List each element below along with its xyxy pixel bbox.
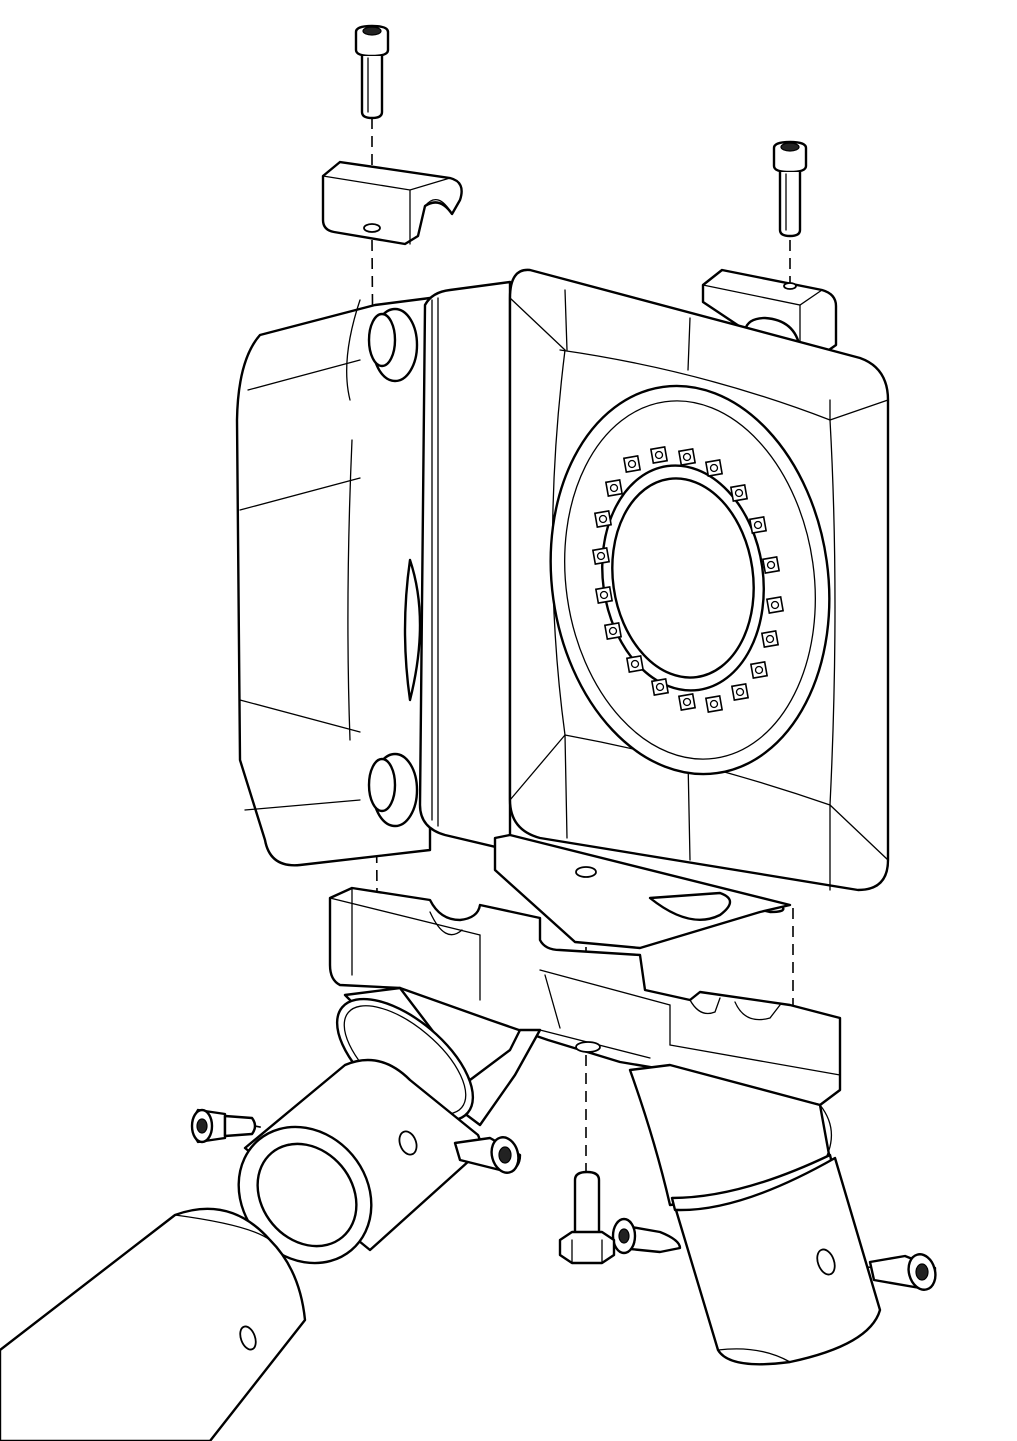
hex-head-bolt — [558, 1170, 616, 1265]
ring-fastener — [730, 682, 750, 702]
ring-fastener — [591, 546, 611, 566]
right-tube-hole — [816, 1248, 836, 1276]
bottom-mount-plate — [493, 833, 792, 950]
ring-fastener — [677, 447, 697, 467]
socket-cap-screw-left-pin — [453, 1136, 522, 1174]
ring-fastener — [603, 621, 623, 641]
ring-fasteners — [591, 445, 785, 714]
ring-fastener — [729, 483, 749, 503]
rear-housing — [235, 296, 432, 867]
ring-fastener — [704, 458, 724, 478]
clamp-block-top-left — [321, 160, 463, 246]
ring-fastener — [677, 692, 697, 712]
ring-fastener — [749, 660, 769, 680]
ring-fastener — [594, 585, 614, 605]
ring-fastener — [625, 654, 645, 674]
front-gasket-plate — [418, 280, 785, 914]
left-tube-hole — [239, 1325, 257, 1351]
ring-fastener — [604, 478, 624, 498]
standoff-post-upper — [367, 307, 419, 383]
clamp-block-hole — [363, 223, 381, 233]
left-tube — [0, 1207, 307, 1441]
socket-cap-screw-top-left — [354, 24, 390, 120]
right-tube — [674, 1156, 882, 1366]
ring-fastener — [649, 445, 669, 465]
socket-cap-screw-right-socket — [611, 1217, 682, 1255]
ring-fastener — [704, 694, 724, 714]
ring-fastener — [593, 509, 613, 529]
ring-fastener — [622, 454, 642, 474]
socket-cap-screw-right-tube — [868, 1253, 937, 1291]
base-bracket — [328, 886, 842, 1107]
socket-cap-screw-left-sleeve — [190, 1108, 257, 1144]
ring-fastener — [765, 595, 785, 615]
ring-fastener — [761, 555, 781, 575]
socket-cap-screw-top-right — [772, 140, 808, 238]
base-bracket-hole — [575, 1041, 601, 1053]
left-sleeve — [237, 1058, 482, 1265]
standoff-post-lower — [367, 752, 419, 828]
ring-fastener — [748, 515, 768, 535]
ring-fastener — [650, 677, 670, 697]
ring-fastener — [760, 629, 780, 649]
